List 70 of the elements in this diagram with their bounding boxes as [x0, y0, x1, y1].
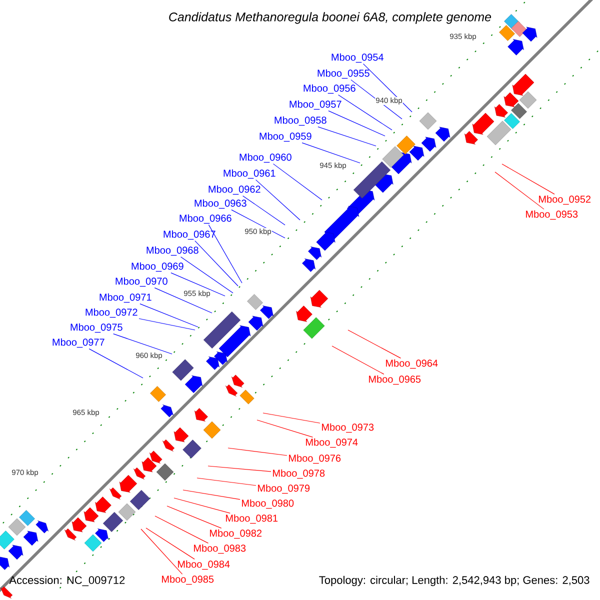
leader-line — [318, 126, 376, 146]
gene-label: Mboo_0972 — [86, 308, 138, 318]
footer-text: Topology: circular; Length: 2,542,943 bp; Genes: 2,503 — [319, 576, 590, 586]
gene-label: Mboo_0973 — [322, 423, 374, 433]
footer-text: Accession: NC_009712 — [9, 576, 125, 586]
leader-line — [231, 210, 286, 238]
gene-label: Mboo_0981 — [226, 514, 278, 524]
leader-line — [302, 142, 360, 164]
gene-label: Mboo_0963 — [194, 199, 246, 209]
leader-line — [262, 412, 320, 424]
leader-line — [140, 528, 183, 574]
leader-line — [255, 180, 300, 220]
leader-line — [166, 506, 222, 528]
gene-label: Mboo_0956 — [304, 84, 356, 94]
gene-label: Mboo_0985 — [162, 575, 214, 585]
gene-label: Mboo_0978 — [273, 469, 325, 479]
leader-line — [154, 516, 209, 544]
gene-label: Mboo_0957 — [290, 100, 342, 110]
gene-label: Mboo_0959 — [260, 132, 312, 142]
gene-label: Mboo_0969 — [132, 262, 184, 272]
gene-label: Mboo_0952 — [539, 195, 591, 205]
leader-line — [140, 304, 198, 328]
gene-label: Mboo_0980 — [242, 499, 294, 509]
leader-line — [328, 110, 386, 136]
leader-line — [146, 528, 195, 560]
leader-line — [272, 164, 322, 200]
title: Candidatus Methanoregula boonei 6A8, complete genome — [169, 12, 492, 24]
gene-label: Mboo_0967 — [164, 230, 216, 240]
leader-line — [348, 330, 402, 358]
gene-label: Mboo_0964 — [386, 359, 438, 369]
gene-label: Mboo_0984 — [178, 560, 230, 570]
leader-line — [182, 490, 240, 500]
leader-line — [180, 256, 234, 294]
gene-label: Mboo_0955 — [318, 69, 370, 79]
leader-line — [256, 420, 314, 438]
gene-label: Mboo_0977 — [52, 338, 104, 348]
gene-label: Mboo_0982 — [210, 529, 262, 539]
leader-line — [242, 196, 286, 226]
gene-label: Mboo_0971 — [100, 293, 152, 303]
gene-label: Mboo_0962 — [208, 185, 260, 195]
gene-label: Mboo_0953 — [526, 210, 578, 220]
leader-line — [208, 224, 242, 284]
leader-line — [170, 272, 226, 296]
leader-line — [228, 448, 288, 456]
gene-label: Mboo_0961 — [224, 169, 276, 179]
gene-label: Mboo_0965 — [369, 375, 421, 385]
gene-label: Mboo_0966 — [180, 214, 232, 224]
leader-line — [113, 334, 172, 354]
gene-label: Mboo_0983 — [194, 544, 246, 554]
leader-line — [208, 466, 272, 472]
leader-line — [194, 240, 238, 286]
leader-line — [154, 288, 212, 314]
leader-line — [338, 94, 392, 130]
leader-line — [502, 164, 555, 194]
leader-line — [174, 498, 230, 514]
gene-label: Mboo_0974 — [306, 438, 358, 448]
gene-label: Mboo_0954 — [332, 53, 384, 63]
leader-line — [88, 348, 144, 378]
leader-line — [332, 346, 384, 374]
gene-label: Mboo_0968 — [146, 246, 198, 256]
leader-line — [494, 172, 544, 210]
gene-label: Mboo_0970 — [116, 277, 168, 287]
gene-label: Mboo_0979 — [258, 484, 310, 494]
gene-label: Mboo_0975 — [70, 323, 122, 333]
gene-label: Mboo_0976 — [289, 454, 341, 464]
leader-line — [362, 64, 412, 112]
gene-label: Mboo_0958 — [274, 116, 326, 126]
leader-line — [196, 478, 256, 486]
leader-line — [138, 318, 196, 330]
gene-label: Mboo_0960 — [240, 153, 292, 163]
